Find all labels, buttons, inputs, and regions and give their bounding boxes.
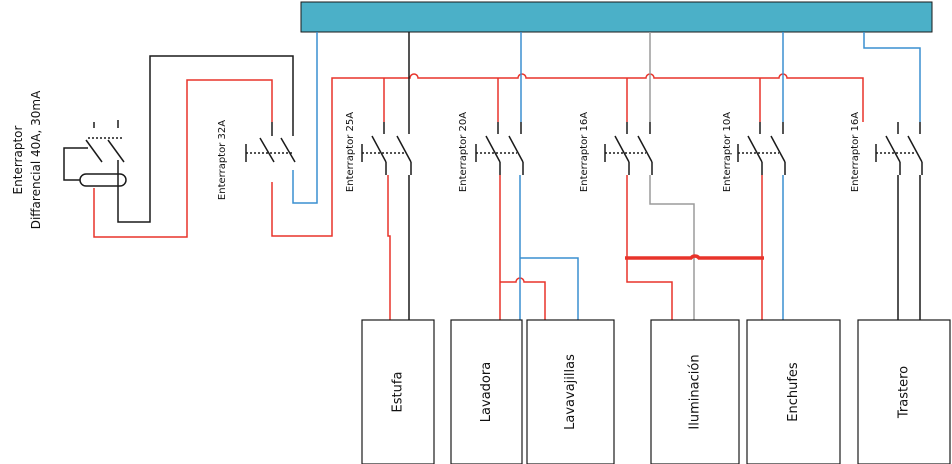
feed-red (93, 79, 273, 238)
circuit-breaker-label: Enterraptor 25A (345, 112, 356, 192)
circuit-breaker: Enterraptor 25A (345, 112, 412, 192)
busbar (300, 1, 933, 33)
main-breaker-label-line1: Enterraptor (11, 125, 25, 194)
loads: Estufa Lavadora Lavavajillas Iluminación Enc… (361, 319, 951, 464)
load-box: Lavadora (450, 319, 523, 464)
circuit-breaker: Enterraptor 20A (458, 112, 524, 192)
general-output-blue (292, 32, 318, 204)
load-label: Lavavajillas (563, 354, 578, 430)
load-label: Enchufes (786, 362, 801, 422)
circuit-breaker-label: Enterraptor 10A (722, 112, 733, 192)
phase-bridge (625, 254, 764, 260)
load-label: Trastero (897, 366, 912, 419)
circuit-breaker: Enterraptor 16A (850, 112, 923, 192)
load-label: Iluminación (688, 354, 703, 429)
breaker-feeds (383, 32, 921, 122)
main-breaker-label-line2: Diffarencial 40A, 30mA (29, 90, 43, 229)
load-box: Trastero (857, 319, 951, 464)
circuit-breaker: Enterraptor 16A (579, 112, 653, 192)
circuit-breaker-label: Enterraptor 16A (850, 112, 861, 192)
circuit-breakers: Enterraptor 25A Enterraptor 20A Enterrapto… (345, 112, 923, 192)
circuit-breaker: Enterraptor 10A (722, 112, 786, 192)
phase-distribution-line (409, 73, 864, 122)
load-label: Estufa (391, 372, 406, 413)
main-breaker-label: Enterraptor Diffarencial 40A, 30mA (11, 90, 43, 229)
circuit-breaker-label: Enterraptor 20A (458, 112, 469, 192)
load-box: Iluminación (650, 319, 740, 464)
circuit-breaker-label: Enterraptor 16A (579, 112, 590, 192)
load-box: Lavavajillas (526, 319, 615, 464)
general-breaker-label: Enterraptor 32A (217, 120, 228, 200)
load-box: Estufa (361, 319, 435, 464)
main-differential-breaker (63, 120, 127, 187)
feed-black (117, 55, 294, 223)
general-breaker (245, 122, 296, 163)
general-output-red (271, 77, 409, 237)
load-box: Enchufes (746, 319, 841, 464)
load-feeds (387, 175, 921, 320)
load-label: Lavadora (479, 362, 494, 422)
